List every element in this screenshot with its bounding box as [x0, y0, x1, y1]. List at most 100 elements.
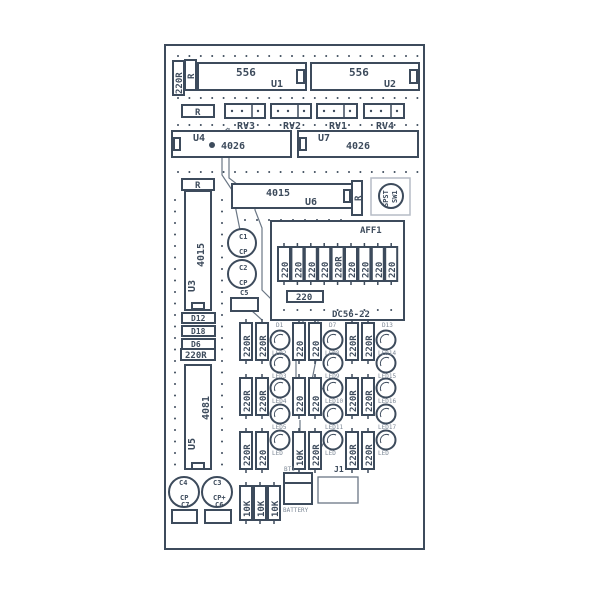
- led-resistor[interactable]: 220R: [345, 374, 359, 419]
- chip-part-label: 4026: [346, 141, 370, 152]
- display-resistor[interactable]: 220: [370, 243, 385, 285]
- resistor-label: 220: [388, 262, 398, 278]
- led[interactable]: [269, 352, 291, 374]
- resistor-label: 220: [296, 293, 312, 303]
- led-resistor[interactable]: 220: [255, 428, 269, 473]
- capacitor-value: CP: [239, 248, 247, 256]
- display-resistor[interactable]: 220: [277, 243, 291, 285]
- potentiometer-rv4[interactable]: RV4: [363, 103, 405, 132]
- led-resistor[interactable]: 220R: [239, 428, 253, 473]
- capacitor-c1[interactable]: C1 CP: [227, 228, 257, 258]
- resistor-220r-top[interactable]: 220R: [172, 60, 185, 96]
- led[interactable]: [269, 377, 291, 399]
- led-resistor[interactable]: 220R: [361, 319, 375, 364]
- led-resistor[interactable]: 10K: [292, 428, 306, 473]
- display-resistor[interactable]: 220: [344, 243, 358, 285]
- resistor-r-horizontal-2[interactable]: R: [181, 178, 215, 191]
- led-resistor[interactable]: 220: [308, 374, 322, 419]
- resistor-10k[interactable]: 10K: [239, 482, 253, 524]
- chip-u6[interactable]: 4015 U6: [231, 183, 353, 209]
- led[interactable]: [269, 329, 291, 351]
- pad-hole: [234, 97, 236, 99]
- switch-sw1[interactable]: SPST SW1: [370, 177, 411, 216]
- capacitor-c5[interactable]: C5: [230, 289, 259, 312]
- display-resistor[interactable]: 220R: [330, 243, 345, 285]
- capacitor-c7[interactable]: C7: [171, 501, 198, 524]
- pad-hole: [279, 124, 282, 126]
- diode-label: D18: [191, 327, 206, 336]
- resistor-r-top[interactable]: R: [184, 59, 197, 91]
- chip-u1[interactable]: 556 U1: [197, 62, 307, 91]
- led-resistor[interactable]: 220R: [255, 319, 269, 364]
- led[interactable]: [375, 377, 397, 399]
- led[interactable]: [322, 403, 344, 425]
- connector-j1[interactable]: J1: [317, 465, 359, 504]
- resistor-r-horizontal-1[interactable]: R: [181, 104, 215, 118]
- led[interactable]: [375, 403, 397, 425]
- led[interactable]: [322, 377, 344, 399]
- led-resistor[interactable]: 220R: [255, 374, 269, 419]
- pad-hole: [221, 222, 223, 224]
- chip-u4[interactable]: U4 4026: [171, 130, 292, 158]
- led-resistor[interactable]: 220: [292, 374, 306, 419]
- led[interactable]: [322, 429, 344, 451]
- led[interactable]: [375, 352, 397, 374]
- resistor-220r-diode[interactable]: 220R: [180, 348, 216, 361]
- pad-hole: [174, 429, 176, 431]
- display-resistor[interactable]: 220: [290, 243, 305, 285]
- chip-u2[interactable]: 556 U2: [310, 62, 420, 91]
- pad-hole: [221, 360, 223, 362]
- led-resistor[interactable]: 220R: [345, 319, 359, 364]
- led[interactable]: [269, 403, 291, 425]
- diode-d12[interactable]: D12: [181, 312, 216, 324]
- led-resistor[interactable]: 220R: [361, 428, 375, 473]
- led-resistor[interactable]: 220: [308, 319, 322, 364]
- resistor-10k[interactable]: 10K: [253, 482, 267, 524]
- led-resistor[interactable]: 220R: [239, 374, 253, 419]
- display-ref-label: AFF1: [360, 226, 382, 236]
- potentiometer-rv2[interactable]: RV2: [270, 103, 312, 132]
- pad-hole: [382, 124, 385, 126]
- chip-part-label: 556: [349, 66, 369, 79]
- led-resistor[interactable]: 220R: [308, 428, 322, 473]
- resistor-r-u6[interactable]: R: [351, 180, 364, 216]
- diode-d18[interactable]: D18: [181, 325, 216, 337]
- pad-hole: [279, 97, 282, 99]
- pad-hole: [211, 171, 214, 173]
- pad-hole: [291, 171, 293, 173]
- led[interactable]: [375, 429, 397, 451]
- pad-hole: [221, 463, 223, 466]
- capacitor-c3[interactable]: C3 CP+: [201, 476, 233, 508]
- display-resistor[interactable]: 220: [384, 243, 399, 285]
- chip-u7[interactable]: U7 4026: [297, 130, 419, 158]
- display-resistor[interactable]: 220: [357, 243, 372, 285]
- led-resistor[interactable]: 220R: [239, 319, 253, 364]
- diode-d6[interactable]: D6: [181, 338, 216, 350]
- battery-bt1[interactable]: BT1 BATTERY: [283, 466, 313, 514]
- capacitor-c2[interactable]: C2 CP: [227, 259, 257, 289]
- led-label: LED5: [272, 424, 287, 431]
- potentiometer-rv3[interactable]: RV3: [224, 103, 266, 132]
- led[interactable]: [322, 352, 344, 374]
- resistor-10k[interactable]: 10K: [267, 482, 281, 524]
- potentiometer-rv1[interactable]: RV1: [316, 103, 358, 132]
- pad-hole: [221, 417, 223, 420]
- chip-u3[interactable]: 4015 U3: [184, 190, 212, 311]
- pad-hole: [221, 383, 223, 385]
- display-resistor[interactable]: 220: [303, 243, 318, 285]
- pad-hole: [221, 279, 223, 282]
- display-resistor[interactable]: 220: [317, 243, 332, 285]
- led-resistor[interactable]: 220R: [361, 374, 375, 419]
- led-resistor[interactable]: 220: [292, 319, 306, 364]
- led[interactable]: [322, 329, 344, 351]
- led[interactable]: [269, 429, 291, 451]
- led-resistor[interactable]: 220R: [345, 428, 359, 473]
- capacitor-c6[interactable]: C6: [204, 501, 232, 524]
- capacitor-c4[interactable]: C4 CP: [168, 476, 200, 508]
- pad-hole: [221, 440, 223, 443]
- led[interactable]: [375, 329, 397, 351]
- pad-hole: [393, 97, 396, 99]
- chip-u5[interactable]: 4081 U5: [184, 364, 212, 470]
